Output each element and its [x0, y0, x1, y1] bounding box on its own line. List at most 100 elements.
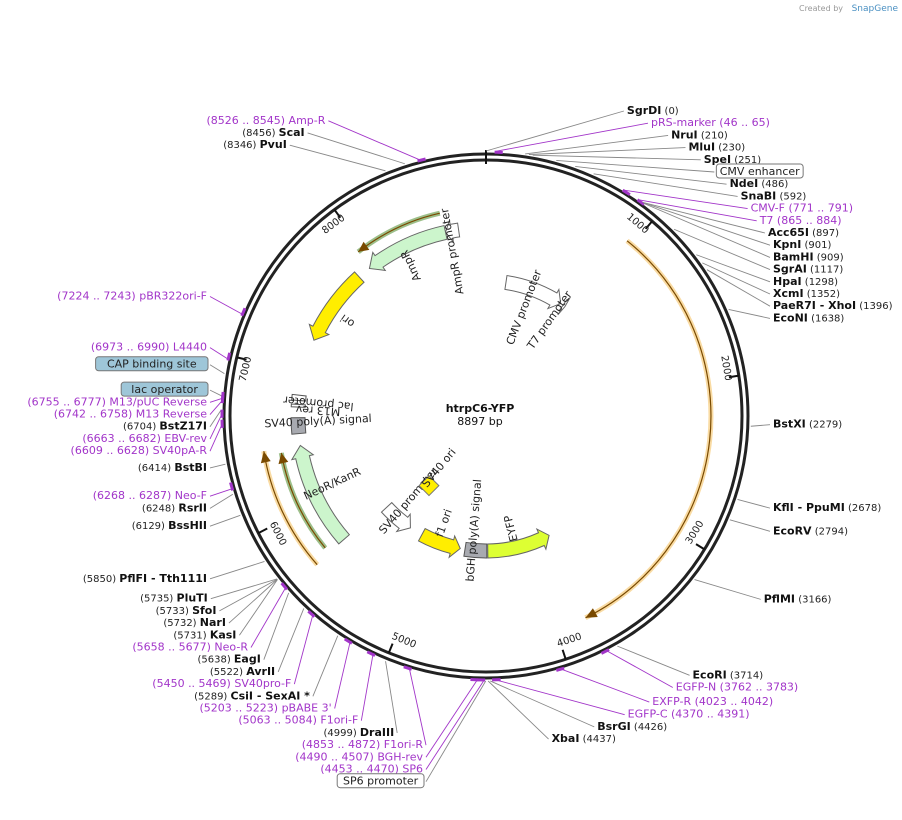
- feature-lac-promoter: [291, 393, 307, 402]
- leader-line: [360, 655, 374, 721]
- enzyme-label-bsshii: (6129) BssHII: [132, 519, 207, 532]
- leader-line: [209, 389, 222, 397]
- label-part: (5063 .. 5084): [238, 714, 320, 727]
- label-part: M13/pUC Reverse: [109, 395, 207, 408]
- primer-text: (5203 .. 5223) pBABE 3': [200, 701, 332, 714]
- label-part: BstBI: [174, 461, 207, 474]
- feature-tag-box: [120, 381, 209, 397]
- label-part: (4023 .. 4042): [691, 695, 773, 708]
- leader-line: [556, 160, 715, 173]
- label-part: F1ori-F: [320, 714, 358, 727]
- primer-label-neo-f: (6268 .. 6287) Neo-F: [93, 489, 207, 502]
- primer-label-sv40pa-r: (6609 .. 6628) SV40pA-R: [71, 444, 208, 457]
- enzyme-label-xbai: XbaI (4437): [552, 732, 616, 745]
- leader-line: [239, 579, 278, 636]
- label-part: (897): [809, 228, 839, 239]
- orf-arc: [585, 240, 712, 619]
- label-part: BGH-rev: [377, 750, 423, 763]
- leader-line: [702, 262, 771, 295]
- leader-line: [575, 166, 727, 185]
- label-part: SV40pA-R: [153, 444, 208, 457]
- label-part: PaeR7I - XhoI: [773, 299, 856, 312]
- feature-neor-kanr: [290, 444, 351, 545]
- leader-line: [490, 680, 595, 728]
- label-part: BsrGI: [597, 720, 630, 733]
- leader-line: [209, 409, 222, 427]
- feature-ampr-promoter: [445, 220, 461, 243]
- label-part: (5732): [163, 618, 199, 629]
- primer-text: (8526 .. 8545) Amp-R: [206, 114, 325, 127]
- primer-label-sp6: (4453 .. 4470) SP6: [320, 762, 423, 775]
- label-part: (1396): [856, 301, 893, 312]
- enzyme-text: XcmI (1352): [773, 287, 840, 300]
- label-part: XcmI: [773, 287, 804, 300]
- leader-line: [228, 579, 278, 624]
- enzyme-text: (5732) NarI: [163, 616, 226, 629]
- tick-mark: [728, 374, 739, 379]
- feature-tag-text: SP6 promoter: [343, 775, 419, 788]
- label-part: EcoRI: [693, 668, 727, 681]
- label-part: pRS-marker: [651, 116, 716, 129]
- snapgene-logo: SnapGene: [852, 4, 899, 14]
- enzyme-label-bamhi: BamHI (909): [773, 250, 844, 263]
- feature-cmv-promoter: [504, 274, 562, 310]
- tick-label: 3000: [684, 519, 707, 546]
- leader-line: [528, 147, 686, 155]
- label-part: (4370 .. 4391): [668, 708, 750, 721]
- leader-line: [696, 254, 771, 283]
- label-part: XbaI: [552, 732, 580, 745]
- enzyme-text: BstXI (2279): [773, 418, 842, 431]
- label-part: PvuI: [260, 138, 287, 151]
- primer-text: (6755 .. 6777) M13/pUC Reverse: [27, 395, 207, 408]
- enzyme-text: SpeI (251): [704, 153, 762, 166]
- leader-line: [532, 154, 701, 161]
- label-part: (6755 .. 6777): [27, 395, 109, 408]
- enzyme-label-ndei: NdeI (486): [730, 177, 789, 190]
- primer-label-l4440: (6973 .. 6990) L4440: [91, 341, 207, 354]
- label-part: SP6: [402, 762, 423, 775]
- primer-label-neo-r: (5658 .. 5677) Neo-R: [132, 640, 248, 653]
- label-part: BstXI: [773, 418, 806, 431]
- primer-label-sv40pro-f: (5450 .. 5469) SV40pro-F: [152, 677, 291, 690]
- feature-label: SV40 ori: [419, 446, 458, 490]
- feature-eyfp: [487, 527, 550, 559]
- leader-line: [425, 680, 487, 782]
- primer-mark: [307, 610, 316, 618]
- enzyme-label-nari: (5732) NarI: [163, 616, 226, 629]
- label-part: (865 .. 884): [773, 214, 841, 227]
- feature-ori: [308, 271, 365, 341]
- primer-mark: [636, 198, 645, 206]
- label-part: (3714): [727, 670, 764, 681]
- primer-text: (6609 .. 6628) SV40pA-R: [71, 444, 208, 457]
- primer-text: (4453 .. 4470) SP6: [320, 762, 423, 775]
- orf-arrowhead: [585, 608, 598, 618]
- label-part: EcoNI: [773, 311, 808, 324]
- label-part: SfoI: [192, 604, 216, 617]
- primer-mark: [403, 665, 413, 671]
- primer-mark: [555, 666, 565, 672]
- leader-line: [385, 661, 398, 733]
- leader-line: [737, 499, 771, 509]
- label-part: PflFI - Tth111I: [119, 572, 207, 585]
- label-part: SnaBI: [741, 189, 777, 202]
- enzyme-text: (6248) RsrII: [142, 501, 207, 514]
- label-part: SgrDI: [627, 104, 661, 117]
- label-part: CsiI - SexAI *: [231, 689, 311, 702]
- feature-label: SV40 poly(A) signal: [264, 412, 372, 430]
- feature-tag-box: [336, 773, 425, 789]
- enzyme-text: (8456) ScaI: [242, 126, 304, 139]
- primer-text: (6742 .. 6758) M13 Reverse: [54, 408, 207, 421]
- leader-line: [409, 669, 427, 746]
- enzyme-text: BamHI (909): [773, 250, 844, 263]
- feature-tag-cmv-enhancer: CMV enhancer: [715, 163, 804, 179]
- enzyme-text: (6129) BssHII: [132, 519, 207, 532]
- feature-tag-text: lac operator: [131, 383, 198, 396]
- plasmid-length: 8897 bp: [457, 415, 502, 428]
- label-part: (8456): [242, 128, 278, 139]
- label-part: EagI: [234, 653, 261, 666]
- label-part: EcoRV: [773, 524, 812, 537]
- tick-label: 4000: [556, 631, 584, 649]
- label-part: DraIII: [360, 726, 394, 739]
- leader-line: [607, 650, 674, 688]
